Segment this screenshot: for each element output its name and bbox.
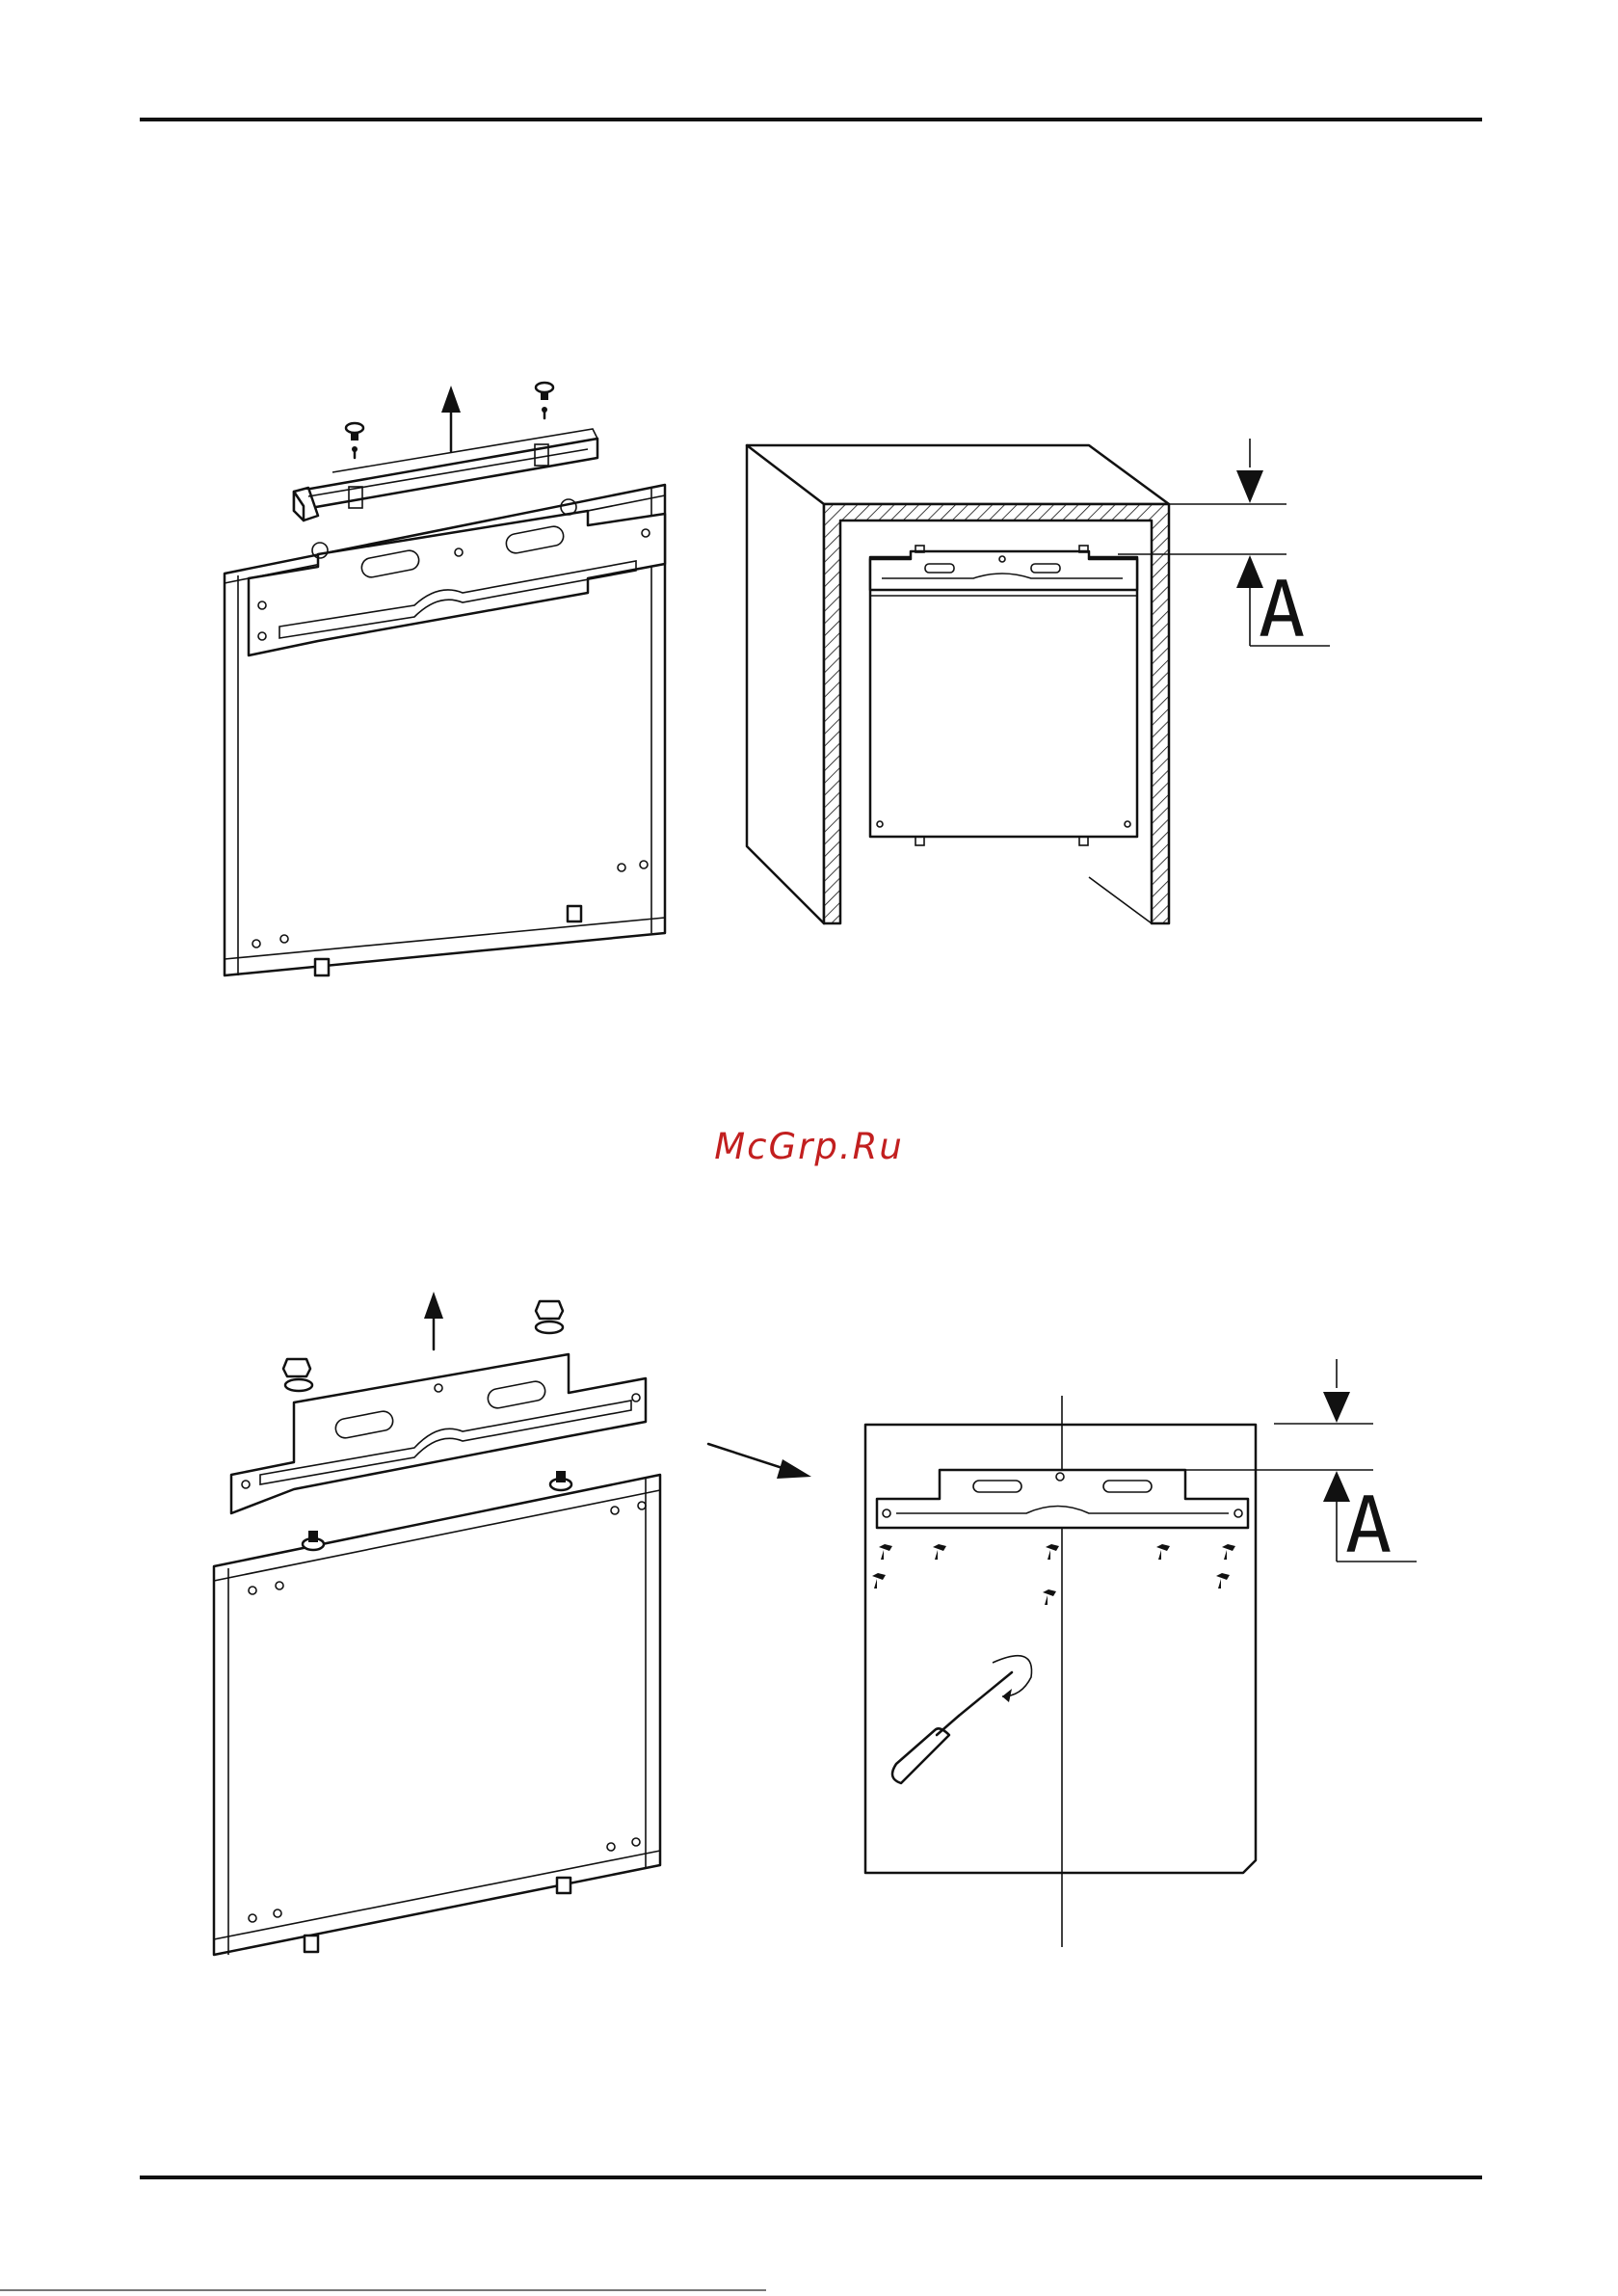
dimension-label-bottom: A (1345, 1481, 1392, 1570)
screwdriver-icon (892, 1656, 1032, 1783)
cover-screw-right (536, 383, 553, 418)
dimension-label-top: A (1259, 565, 1305, 654)
nut-washer-left (283, 1359, 312, 1391)
lift-arrow (441, 386, 461, 451)
cover-screw-left (346, 423, 363, 458)
door-in-niche (870, 557, 1137, 845)
fig-remove-cover (225, 383, 665, 975)
fig-cabinet-niche: A (747, 439, 1330, 923)
door-panel-lower (214, 1471, 660, 1955)
bracket-template (877, 1470, 1248, 1528)
bracket-in-niche (870, 546, 1137, 590)
transfer-arrow (708, 1444, 811, 1479)
fig-remove-bracket (214, 1292, 811, 1955)
dimension-a-top: A (1118, 439, 1330, 654)
dimension-a-bottom: A (1185, 1359, 1417, 1570)
nut-washer-right (536, 1301, 563, 1333)
fig-mount-bracket: A (865, 1359, 1417, 1947)
lift-arrow-lower (424, 1292, 443, 1349)
mounting-screws (872, 1544, 1235, 1605)
